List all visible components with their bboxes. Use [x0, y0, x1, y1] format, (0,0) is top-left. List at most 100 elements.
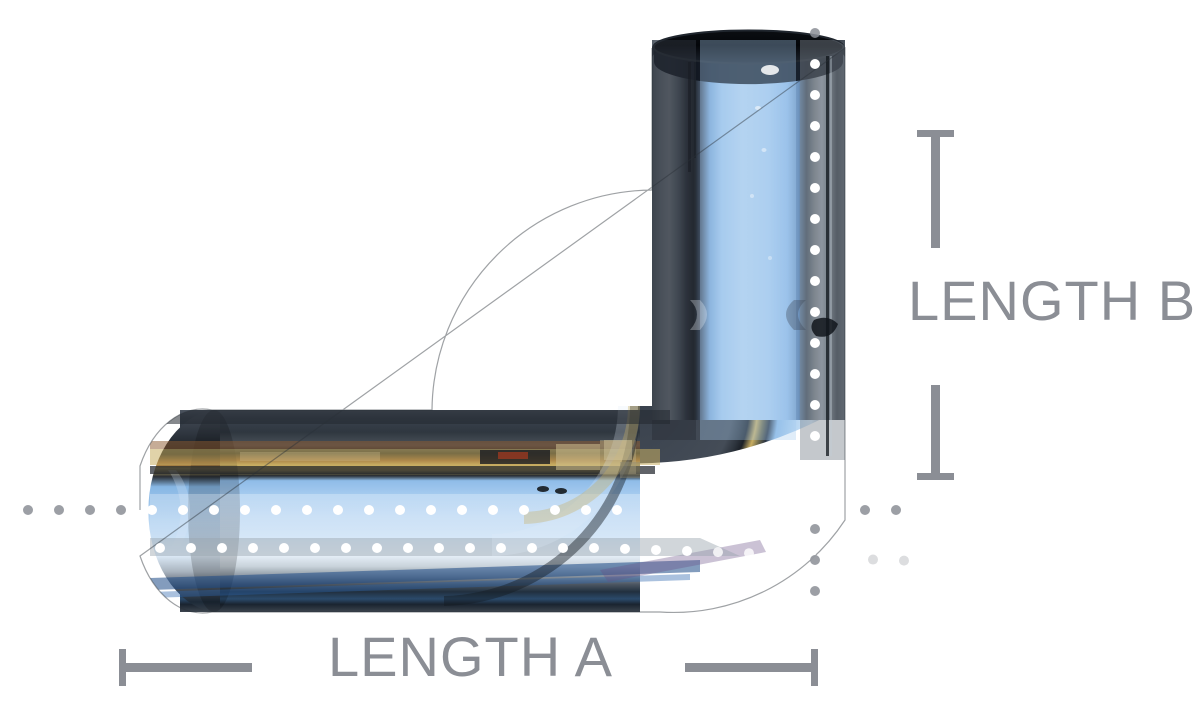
- pipe-vertical-leg: [652, 40, 845, 420]
- reflected-structure-2: [498, 452, 528, 459]
- length-b-leader-bottom: [931, 385, 940, 480]
- weld-seam-highlight: [830, 56, 832, 456]
- centerline-dot: [620, 543, 630, 554]
- centerline-dot: [713, 547, 723, 558]
- weld-seam-scuff: [811, 317, 838, 337]
- centerline-dot: [54, 505, 64, 515]
- centerline-dot: [810, 276, 820, 286]
- centerline-dot: [643, 505, 653, 515]
- centerline-dot: [116, 505, 126, 515]
- centerline-dot: [810, 183, 820, 193]
- underside-matte-band: [150, 538, 740, 556]
- centerline-dot: [279, 543, 289, 553]
- reflected-structure-5: [240, 452, 380, 461]
- centerline-dot: [589, 543, 599, 553]
- centerline-dot: [519, 505, 529, 515]
- length-b-leader-top: [931, 133, 940, 248]
- centerline-dot: [612, 505, 622, 515]
- centerline-dot: [829, 505, 839, 515]
- dimension-length-a: [119, 649, 818, 686]
- horizontal-centerline-dots-left: [23, 505, 126, 515]
- vertical-centerline-dots-over-pipe: [810, 59, 820, 472]
- centerline-dot: [810, 555, 820, 565]
- lower-blue-reflection-a: [150, 560, 700, 590]
- length-b-tick-bottom: [917, 473, 954, 480]
- length-a-label: LENGTH A: [328, 625, 613, 688]
- top-specular-sparkle: [761, 65, 779, 75]
- centerline-dot: [147, 505, 157, 515]
- centerline-dot: [810, 431, 820, 441]
- centerline-dot: [217, 543, 227, 553]
- lower-surface-dots-offpipe: [775, 549, 909, 566]
- vertical-sky-column: [700, 40, 796, 440]
- length-a-leader-right: [685, 663, 815, 672]
- centerline-dot: [810, 400, 820, 410]
- centerline-dot: [527, 543, 537, 553]
- sparkle-small-3: [750, 194, 754, 198]
- centerline-dot: [403, 543, 413, 553]
- sparkle-small-4: [768, 256, 772, 260]
- pipe-top-rim-front-lip: [654, 48, 843, 85]
- centerline-dot: [85, 505, 95, 515]
- length-b-label: LENGTH B: [908, 269, 1197, 332]
- centerline-dot: [178, 505, 188, 515]
- lower-blue-reflection-b: [150, 574, 690, 598]
- sparkle-small-1: [755, 106, 761, 110]
- bend-reflected-fragment-1: [604, 440, 632, 460]
- centerline-dot: [434, 543, 444, 553]
- lower-surface-dots: [155, 543, 754, 559]
- centerline-dot: [372, 543, 382, 553]
- centerline-dot: [705, 505, 715, 515]
- centerline-dot: [271, 505, 281, 515]
- centerline-dot: [310, 543, 320, 553]
- centerline-dots-group: [23, 28, 909, 596]
- centerline-dot: [465, 543, 475, 553]
- centerline-dot: [558, 543, 568, 553]
- vertical-waist-kink-right: [786, 300, 806, 330]
- centerline-dot: [302, 505, 312, 515]
- horizontal-specular-band: [150, 494, 670, 538]
- centerline-dot: [155, 543, 165, 553]
- centerline-dot: [810, 28, 820, 38]
- centerline-dot: [364, 505, 374, 515]
- centerline-dot: [496, 543, 506, 553]
- vertical-thin-reflection-3: [694, 62, 696, 158]
- centerline-dot: [860, 505, 870, 515]
- horizontal-centerline-dots-over-pipe: [147, 505, 777, 515]
- glint-dark-edge: [150, 466, 655, 474]
- centerline-dot: [395, 505, 405, 515]
- centerline-dot: [810, 245, 820, 255]
- centerline-dot: [810, 369, 820, 379]
- centerline-dot: [775, 549, 785, 560]
- centerline-dot: [810, 214, 820, 224]
- sparkle-small-2: [761, 148, 767, 152]
- centerline-dot: [899, 555, 909, 566]
- centerline-dot: [186, 543, 196, 553]
- centerline-dot: [581, 505, 591, 515]
- bend-reflected-fragment-2: [620, 462, 640, 478]
- surface-blemish-b: [555, 488, 567, 494]
- centerline-dot: [248, 543, 258, 553]
- centerline-dot: [810, 338, 820, 348]
- horizontal-top-shadow: [150, 410, 670, 424]
- centerline-dot: [798, 505, 808, 515]
- reflected-structure-3: [556, 444, 600, 470]
- copper-glint-stripe: [150, 441, 640, 449]
- centerline-dot: [426, 505, 436, 515]
- centerline-dot: [810, 462, 820, 472]
- centerline-dot: [810, 90, 820, 100]
- centerline-dot: [810, 307, 820, 317]
- centerline-dot: [767, 505, 777, 515]
- weld-seam-line: [826, 56, 829, 456]
- centerline-dot: [810, 493, 820, 503]
- centerline-dot: [891, 505, 901, 515]
- length-a-tick-right: [811, 649, 818, 686]
- vertical-right-steel-flank: [800, 40, 845, 460]
- centerline-dot: [744, 548, 754, 559]
- centerline-dot: [810, 586, 820, 596]
- centerline-dot: [810, 152, 820, 162]
- vertical-thin-reflection-2: [688, 62, 691, 172]
- surface-blemish-a: [537, 486, 549, 492]
